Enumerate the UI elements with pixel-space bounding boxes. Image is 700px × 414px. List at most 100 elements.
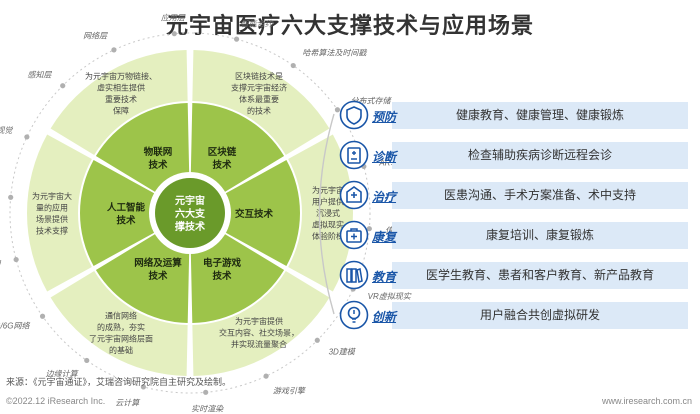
sector-name: 技术 xyxy=(148,159,168,171)
core-circle xyxy=(155,178,225,248)
sector-name: 区块链 xyxy=(208,146,237,158)
sector-description: 为元宇宙 xyxy=(312,185,344,195)
sector-description: 了元宇宙网络层面 xyxy=(89,333,153,343)
application-row: 检查辅助疾病诊断远程会诊 xyxy=(392,142,688,169)
outer-technology-label: 感知层 xyxy=(27,70,52,79)
hospital-icon xyxy=(339,180,369,210)
sector-description: 为元宇宙大 xyxy=(32,191,72,201)
sector-outer-band xyxy=(50,271,188,376)
sector-outer-band xyxy=(50,50,188,155)
application-row: 医学生教育、患者和客户教育、新产品教育 xyxy=(392,262,688,289)
orbit-dot xyxy=(84,357,90,364)
orbit-dot xyxy=(263,373,269,379)
application-name: 康复 xyxy=(372,230,397,244)
orbit-dot xyxy=(366,226,372,232)
outer-technology-label: 哈希算法及时间戳 xyxy=(302,48,367,57)
orbit-dot xyxy=(39,313,46,319)
outer-technology-label: 分布式存储 xyxy=(351,97,393,106)
medicine-kit-icon xyxy=(339,220,369,250)
sector-description: 区块链技术是 xyxy=(235,71,283,81)
outer-technology-label: 5G/6G网络 xyxy=(0,321,30,330)
orbit-dot xyxy=(290,62,296,69)
orbit-dot xyxy=(140,384,147,390)
sector-inner-band xyxy=(95,103,190,194)
sector-name: 电子游戏 xyxy=(203,257,242,269)
sector-description: 沉浸式 xyxy=(316,208,340,218)
sector-description: 用户提供 xyxy=(312,197,344,207)
page-title: 元宇宙医疗六大支撑技术与应用场景 xyxy=(165,13,534,38)
application-name: 预防 xyxy=(372,110,397,124)
application-row: 健康教育、健康管理、健康锻炼 xyxy=(392,102,688,129)
outer-technology-label: VR虚拟现实 xyxy=(368,292,412,301)
shield-icon xyxy=(339,100,369,130)
sector-inner-band xyxy=(95,232,190,323)
sector-description: 的技术 xyxy=(247,106,271,116)
sector-description: 保障 xyxy=(113,106,129,116)
center-label: 六大支 xyxy=(175,207,206,220)
sector-outer-band xyxy=(27,134,92,292)
sector-inner-band xyxy=(79,160,158,266)
sector-inner-band xyxy=(190,103,285,194)
center-label: 撑技术 xyxy=(175,220,205,233)
sector-inner-band xyxy=(222,160,300,266)
books-icon xyxy=(339,260,369,290)
sector-name: 技术 xyxy=(148,270,168,282)
outer-technology-label: 机器学习 xyxy=(0,260,2,269)
sector-description: 的成熟，夯实 xyxy=(97,322,145,332)
sector-description: 为元宇宙万物链接、 xyxy=(85,71,157,81)
sector-inner-band xyxy=(190,232,285,323)
outer-technology-label: 3D建模 xyxy=(329,348,357,357)
outer-technology-label: 智能合约 xyxy=(241,20,274,29)
orbit-dot xyxy=(13,256,19,263)
orbit-dot xyxy=(171,31,177,37)
sector-description: 交互内容、社交场景， xyxy=(219,328,299,338)
outer-technology-label: 计算机视觉 xyxy=(0,126,13,135)
orbit-dot xyxy=(60,83,66,89)
sector-name: 交互技术 xyxy=(235,208,274,220)
orbit-dot xyxy=(24,134,30,140)
sector-name: 物联网 xyxy=(144,146,173,158)
sector-description: 虚实相生提供 xyxy=(97,83,145,93)
application-row: 医患沟通、手术方案准备、术中支持 xyxy=(392,182,688,209)
sector-outer-band xyxy=(288,134,353,292)
sector-description: 支撑元宇宙经济 xyxy=(231,83,287,93)
sector-description: 体系最重要 xyxy=(239,94,279,104)
application-row: 用户融合共创虚拟研发 xyxy=(392,302,688,329)
sector-name: 技术 xyxy=(212,159,232,171)
clipboard-icon xyxy=(339,140,369,170)
outer-orbit-ring xyxy=(9,32,371,394)
sector-outer-band xyxy=(192,271,330,376)
sector-description: 量的应用 xyxy=(36,202,68,212)
sector-name: 技术 xyxy=(116,215,136,227)
sector-description: 为元宇宙提供 xyxy=(235,316,283,326)
outer-technology-label: 实时渲染 xyxy=(191,404,224,413)
connector-arc xyxy=(318,113,335,315)
application-name: 教育 xyxy=(372,270,397,284)
sector-description: 通信网络 xyxy=(105,310,137,320)
application-row: 康复培训、康复锻炼 xyxy=(392,222,688,249)
sector-description: 技术支撑 xyxy=(36,225,68,235)
orbit-dot xyxy=(203,389,209,395)
outer-technology-label: 游戏引擎 xyxy=(273,387,307,396)
sector-description: 重要技术 xyxy=(105,94,137,104)
orbit-dot xyxy=(233,36,240,42)
website: www.iresearch.com.cn xyxy=(601,396,692,406)
sector-description: 并实现流量聚合 xyxy=(231,339,287,349)
sector-description: 虚拟现实 xyxy=(312,220,344,230)
application-name: 创新 xyxy=(372,310,397,324)
orbit-dot xyxy=(334,107,341,113)
orbit-dot xyxy=(314,337,320,343)
center-label: 元宇宙 xyxy=(175,194,205,207)
outer-technology-label: 边缘计算 xyxy=(46,370,80,379)
orbit-dot xyxy=(8,194,14,200)
sector-description: 体验阶梯 xyxy=(312,231,344,241)
orbit-dot xyxy=(111,47,117,53)
sector-name: 人工智能 xyxy=(107,202,146,214)
lightbulb-icon xyxy=(339,300,369,330)
application-name: 治疗 xyxy=(372,190,397,204)
sector-description: 场景提供 xyxy=(36,214,68,224)
sector-name: 网络及运算 xyxy=(134,257,182,269)
outer-technology-label: 应用层 xyxy=(161,14,186,23)
source-note: 来源：《元宇宙通证》，艾瑞咨询研究院自主研究及绘制。 xyxy=(6,377,232,387)
